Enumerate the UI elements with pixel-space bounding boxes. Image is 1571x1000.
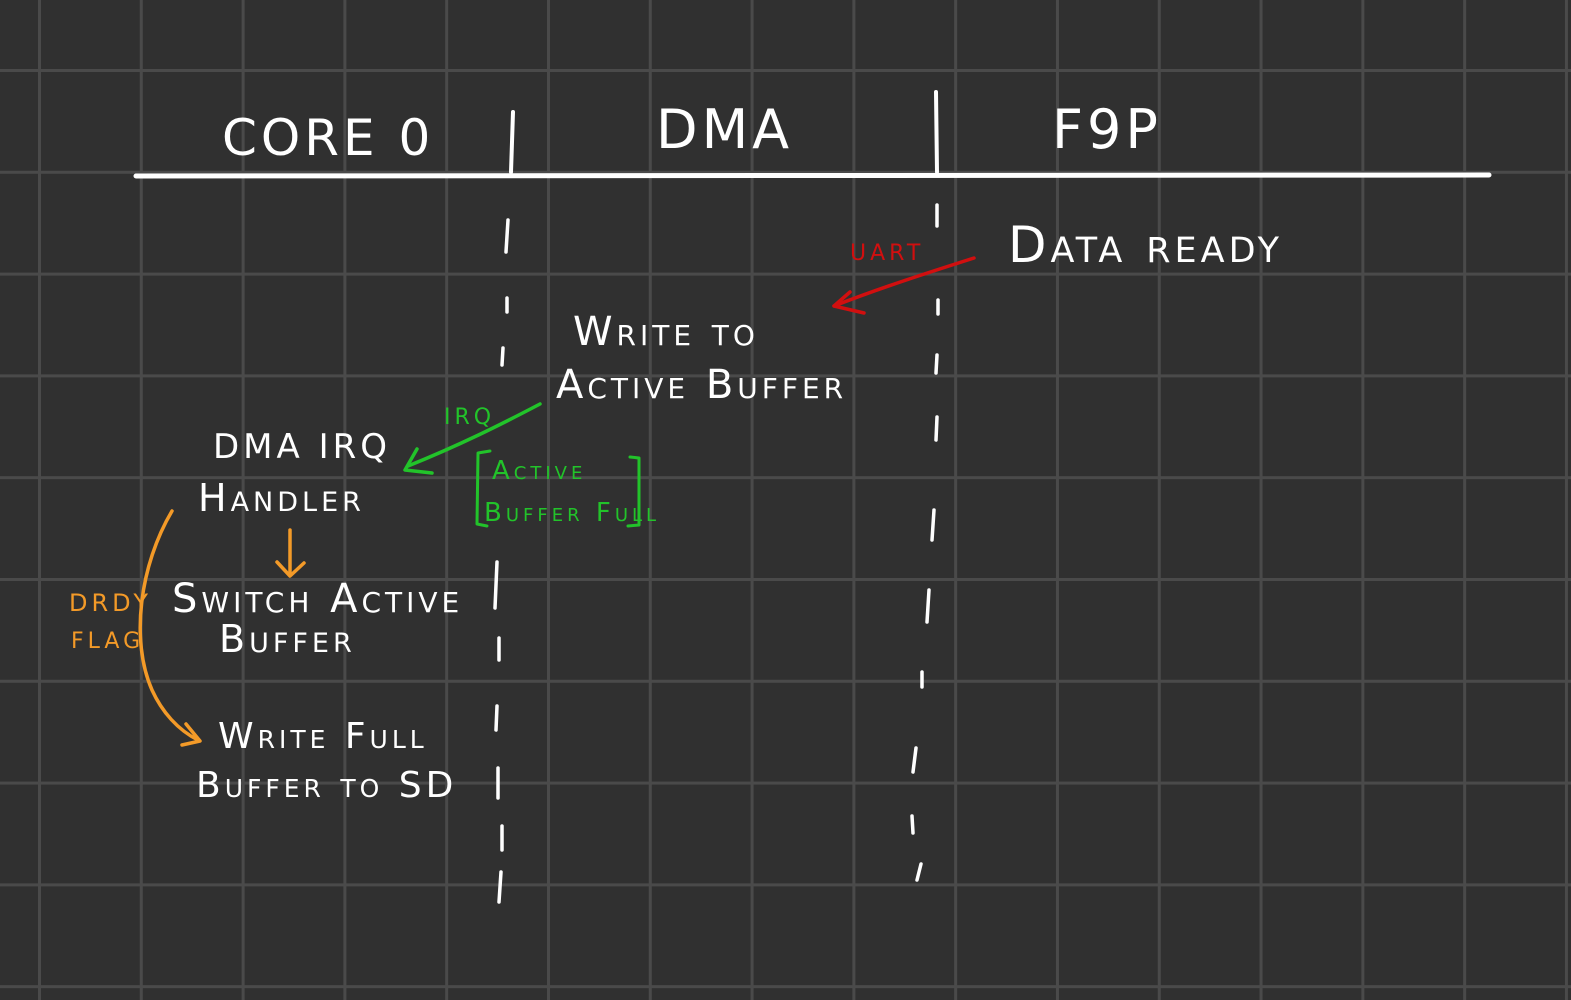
node-data-ready: Data ready	[1008, 216, 1283, 274]
lifeline-core0-dma	[493, 218, 510, 904]
node-write-active-line1: Write to	[573, 309, 759, 355]
buffer-full-line2: Buffer Full	[484, 498, 660, 528]
header-dma: DMA	[656, 98, 793, 161]
node-write-sd-line2: Buffer to SD	[196, 765, 457, 806]
node-dma-irq-line2: Handler	[198, 476, 365, 520]
node-write-sd-line1: Write Full	[218, 716, 428, 757]
node-dma-irq-line1: DMA IRQ	[213, 427, 391, 467]
irq-arrow	[403, 402, 542, 475]
lifeline-dma-f9p	[910, 203, 940, 882]
header-baseline	[133, 172, 1492, 179]
drdy-arrow	[138, 509, 202, 747]
uart-label: UART	[850, 241, 924, 266]
drdy-label-line2: FLAG	[71, 629, 144, 654]
buffer-full-bracket	[475, 449, 641, 528]
lane-headers: CORE 0 DMA F9P	[133, 90, 1492, 179]
node-switch-line1: Switch Active	[172, 576, 463, 622]
header-core0: CORE 0	[222, 109, 434, 167]
uart-arrow	[832, 256, 976, 315]
node-write-active-line2: Active Buffer	[556, 362, 847, 408]
drdy-label-line1: DRDY	[69, 589, 152, 617]
header-f9p: F9P	[1052, 98, 1162, 161]
node-switch-line2: Buffer	[219, 617, 356, 661]
buffer-full-line1: Active	[492, 456, 586, 486]
header-divider-2	[934, 90, 939, 174]
handler-to-switch-arrow	[275, 528, 306, 578]
header-divider-1	[509, 110, 515, 174]
irq-label: IRQ	[444, 405, 495, 430]
